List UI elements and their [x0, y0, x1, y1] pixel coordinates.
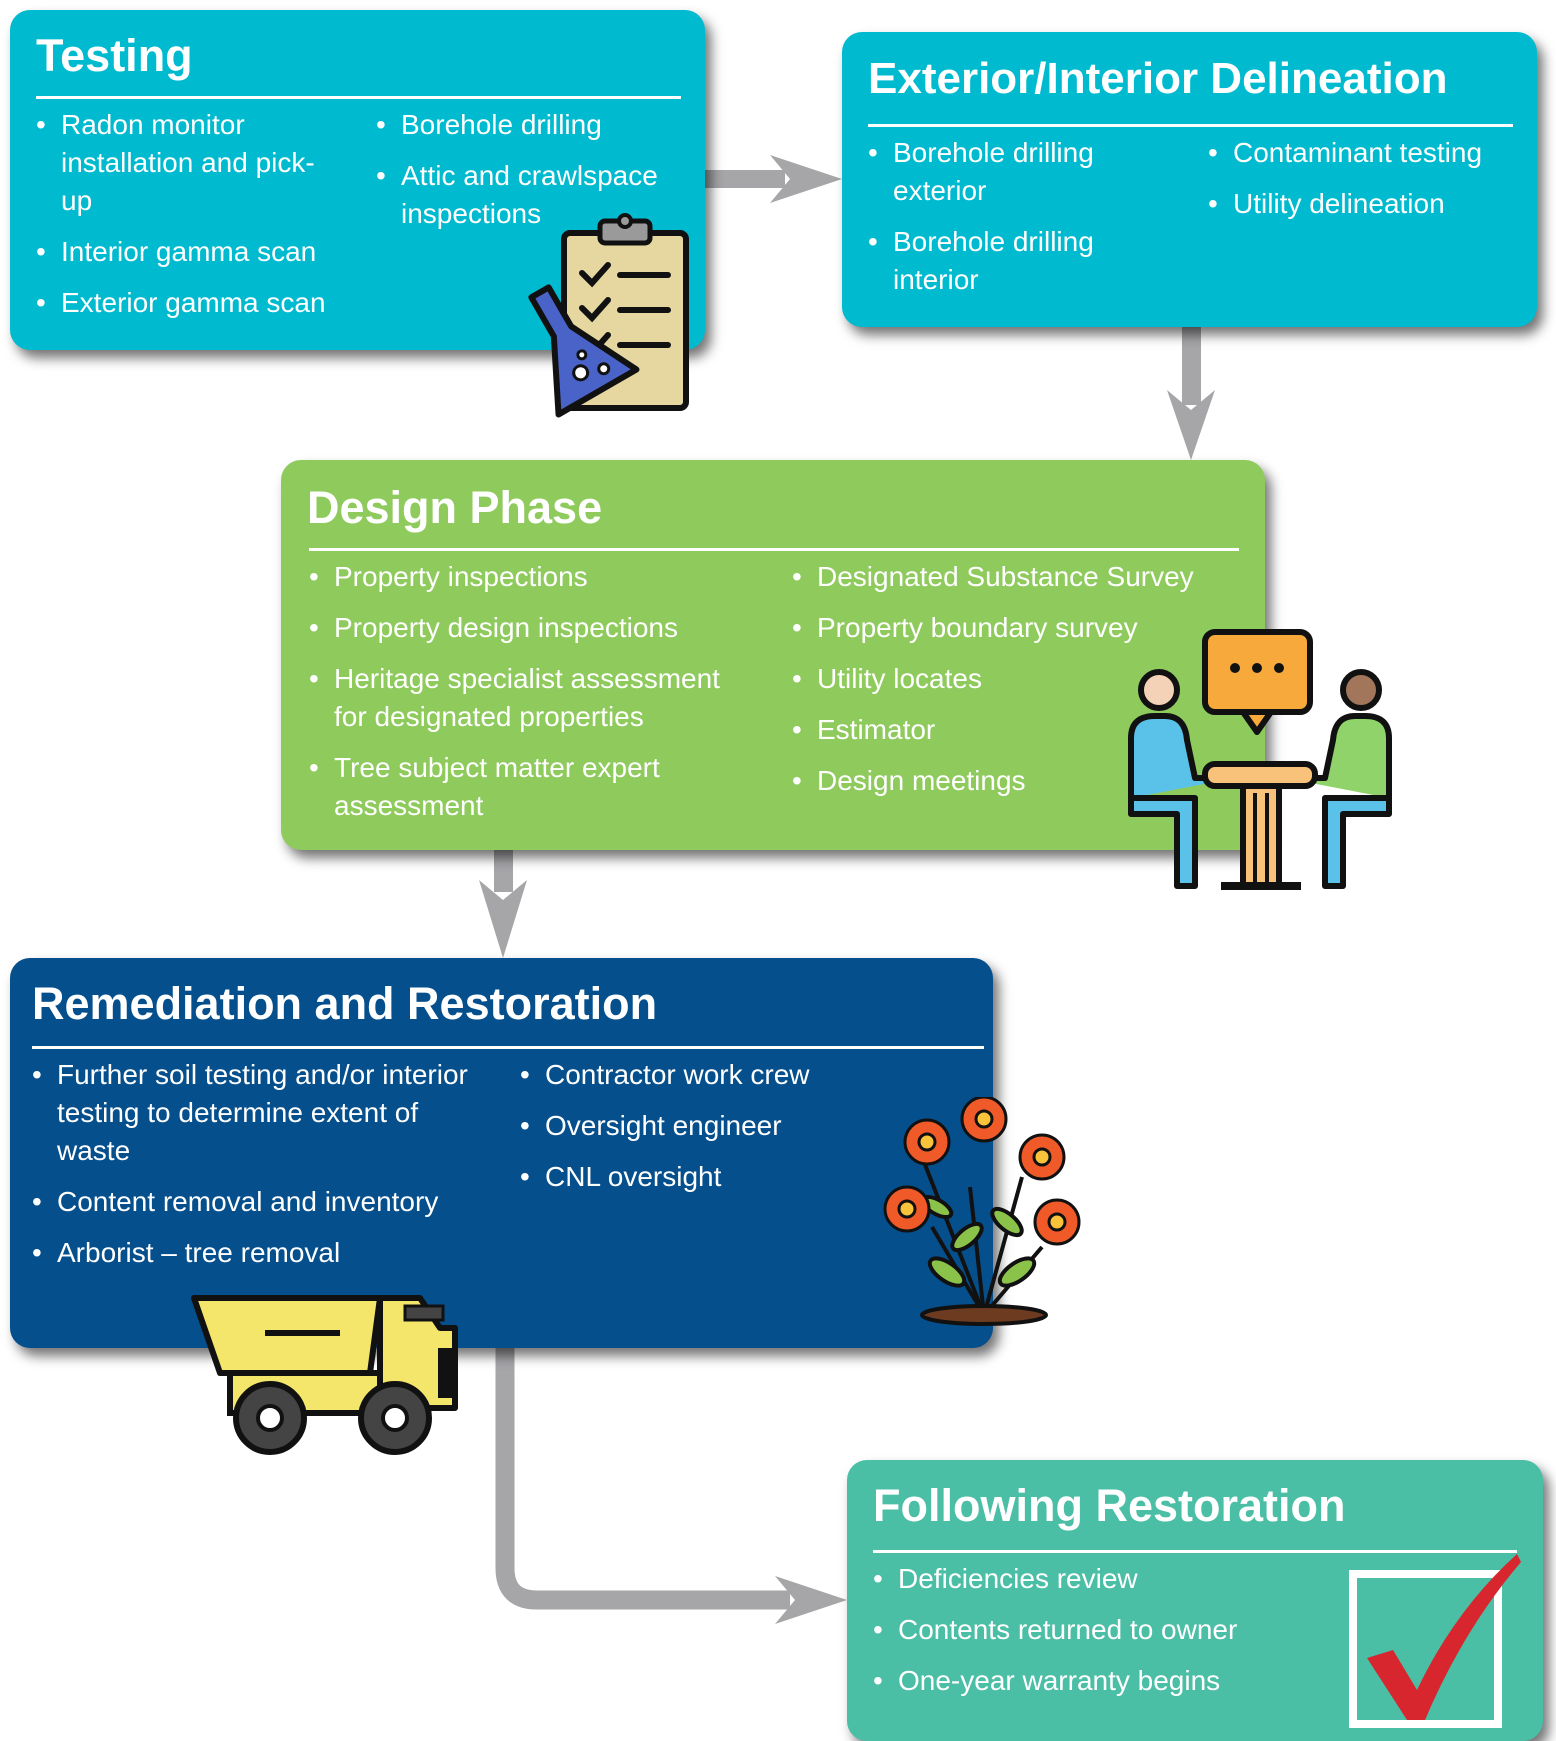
dump-truck-icon: [191, 1295, 458, 1455]
arrow-remediation-to-following: [495, 1348, 847, 1624]
list-item: Radon monitor installation and pick-up: [36, 106, 336, 220]
list-item: Borehole drilling exterior: [868, 134, 1168, 210]
list-item: Contractor work crew: [520, 1056, 850, 1094]
testing-title: Testing: [36, 30, 193, 81]
list-item: Utility locates: [792, 660, 1222, 698]
list-item: Design meetings: [792, 762, 1222, 800]
list-item: Contaminant testing: [1208, 134, 1528, 172]
list-item: Property design inspections: [309, 609, 739, 647]
list-item: Further soil testing and/or interior tes…: [32, 1056, 477, 1170]
following-title: Following Restoration: [873, 1480, 1346, 1531]
remediation-left-list: Further soil testing and/or interior tes…: [32, 1056, 477, 1285]
arrow-delineation-to-design: [1167, 327, 1215, 460]
list-item: Content removal and inventory: [32, 1183, 477, 1221]
checkmark-box-icon: [1349, 1554, 1521, 1728]
list-item: Exterior gamma scan: [36, 284, 336, 322]
remediation-box: Remediation and Restoration Further soil…: [10, 958, 993, 1348]
list-item: Borehole drilling: [376, 106, 686, 144]
following-divider: [873, 1550, 1517, 1553]
list-item: Property boundary survey: [792, 609, 1222, 647]
design-title: Design Phase: [307, 482, 603, 533]
list-item: Contents returned to owner: [873, 1611, 1293, 1649]
list-item: Interior gamma scan: [36, 233, 336, 271]
list-item: Borehole drilling interior: [868, 223, 1168, 299]
design-box: Design Phase Property inspections Proper…: [281, 460, 1265, 850]
remediation-divider: [32, 1046, 984, 1049]
delineation-divider: [868, 124, 1513, 127]
delineation-title: Exterior/Interior Delineation: [868, 54, 1448, 103]
delineation-right-list: Contaminant testing Utility delineation: [1208, 134, 1528, 236]
following-list: Deficiencies review Contents returned to…: [873, 1560, 1293, 1713]
remediation-right-list: Contractor work crew Oversight engineer …: [520, 1056, 850, 1209]
list-item: Utility delineation: [1208, 185, 1528, 223]
list-item: Tree subject matter expert assessment: [309, 749, 739, 825]
flower-plant-icon: [883, 1097, 1081, 1326]
list-item: Estimator: [792, 711, 1222, 749]
clipboard-flask-icon: [528, 213, 689, 418]
list-item: CNL oversight: [520, 1158, 850, 1196]
list-item: Oversight engineer: [520, 1107, 850, 1145]
meeting-icon: [1128, 629, 1392, 890]
remediation-title: Remediation and Restoration: [32, 978, 658, 1029]
list-item: One-year warranty begins: [873, 1662, 1293, 1700]
list-item: Attic and crawlspace inspections: [376, 157, 686, 233]
design-right-list: Designated Substance Survey Property bou…: [792, 558, 1222, 813]
list-item: Heritage specialist assessment for desig…: [309, 660, 739, 736]
list-item: Deficiencies review: [873, 1560, 1293, 1598]
delineation-box: Exterior/Interior Delineation Borehole d…: [842, 32, 1537, 327]
design-left-list: Property inspections Property design ins…: [309, 558, 739, 838]
list-item: Property inspections: [309, 558, 739, 596]
design-divider: [309, 548, 1239, 551]
testing-divider: [36, 96, 681, 99]
testing-right-list: Borehole drilling Attic and crawlspace i…: [376, 106, 686, 246]
testing-left-list: Radon monitor installation and pick-up I…: [36, 106, 336, 335]
arrow-design-to-remediation: [479, 850, 527, 958]
list-item: Designated Substance Survey: [792, 558, 1222, 596]
list-item: Arborist – tree removal: [32, 1234, 477, 1272]
arrow-testing-to-delineation: [705, 155, 842, 203]
delineation-left-list: Borehole drilling exterior Borehole dril…: [868, 134, 1168, 312]
